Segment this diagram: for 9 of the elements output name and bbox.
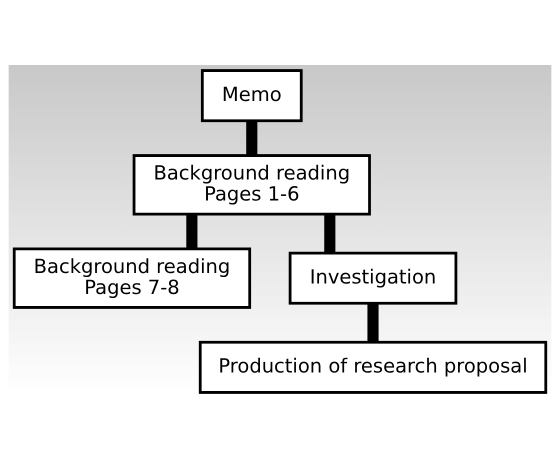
node-box: Memo xyxy=(200,69,303,122)
connector xyxy=(324,214,336,253)
connector xyxy=(246,120,258,156)
node-box: Investigation xyxy=(288,252,458,305)
connector xyxy=(186,214,198,248)
connector xyxy=(367,304,379,342)
node-box: Production of research proposal xyxy=(198,340,548,394)
node-box: Background reading Pages 1-6 xyxy=(132,154,371,216)
node-box: Background reading Pages 7-8 xyxy=(12,248,252,309)
